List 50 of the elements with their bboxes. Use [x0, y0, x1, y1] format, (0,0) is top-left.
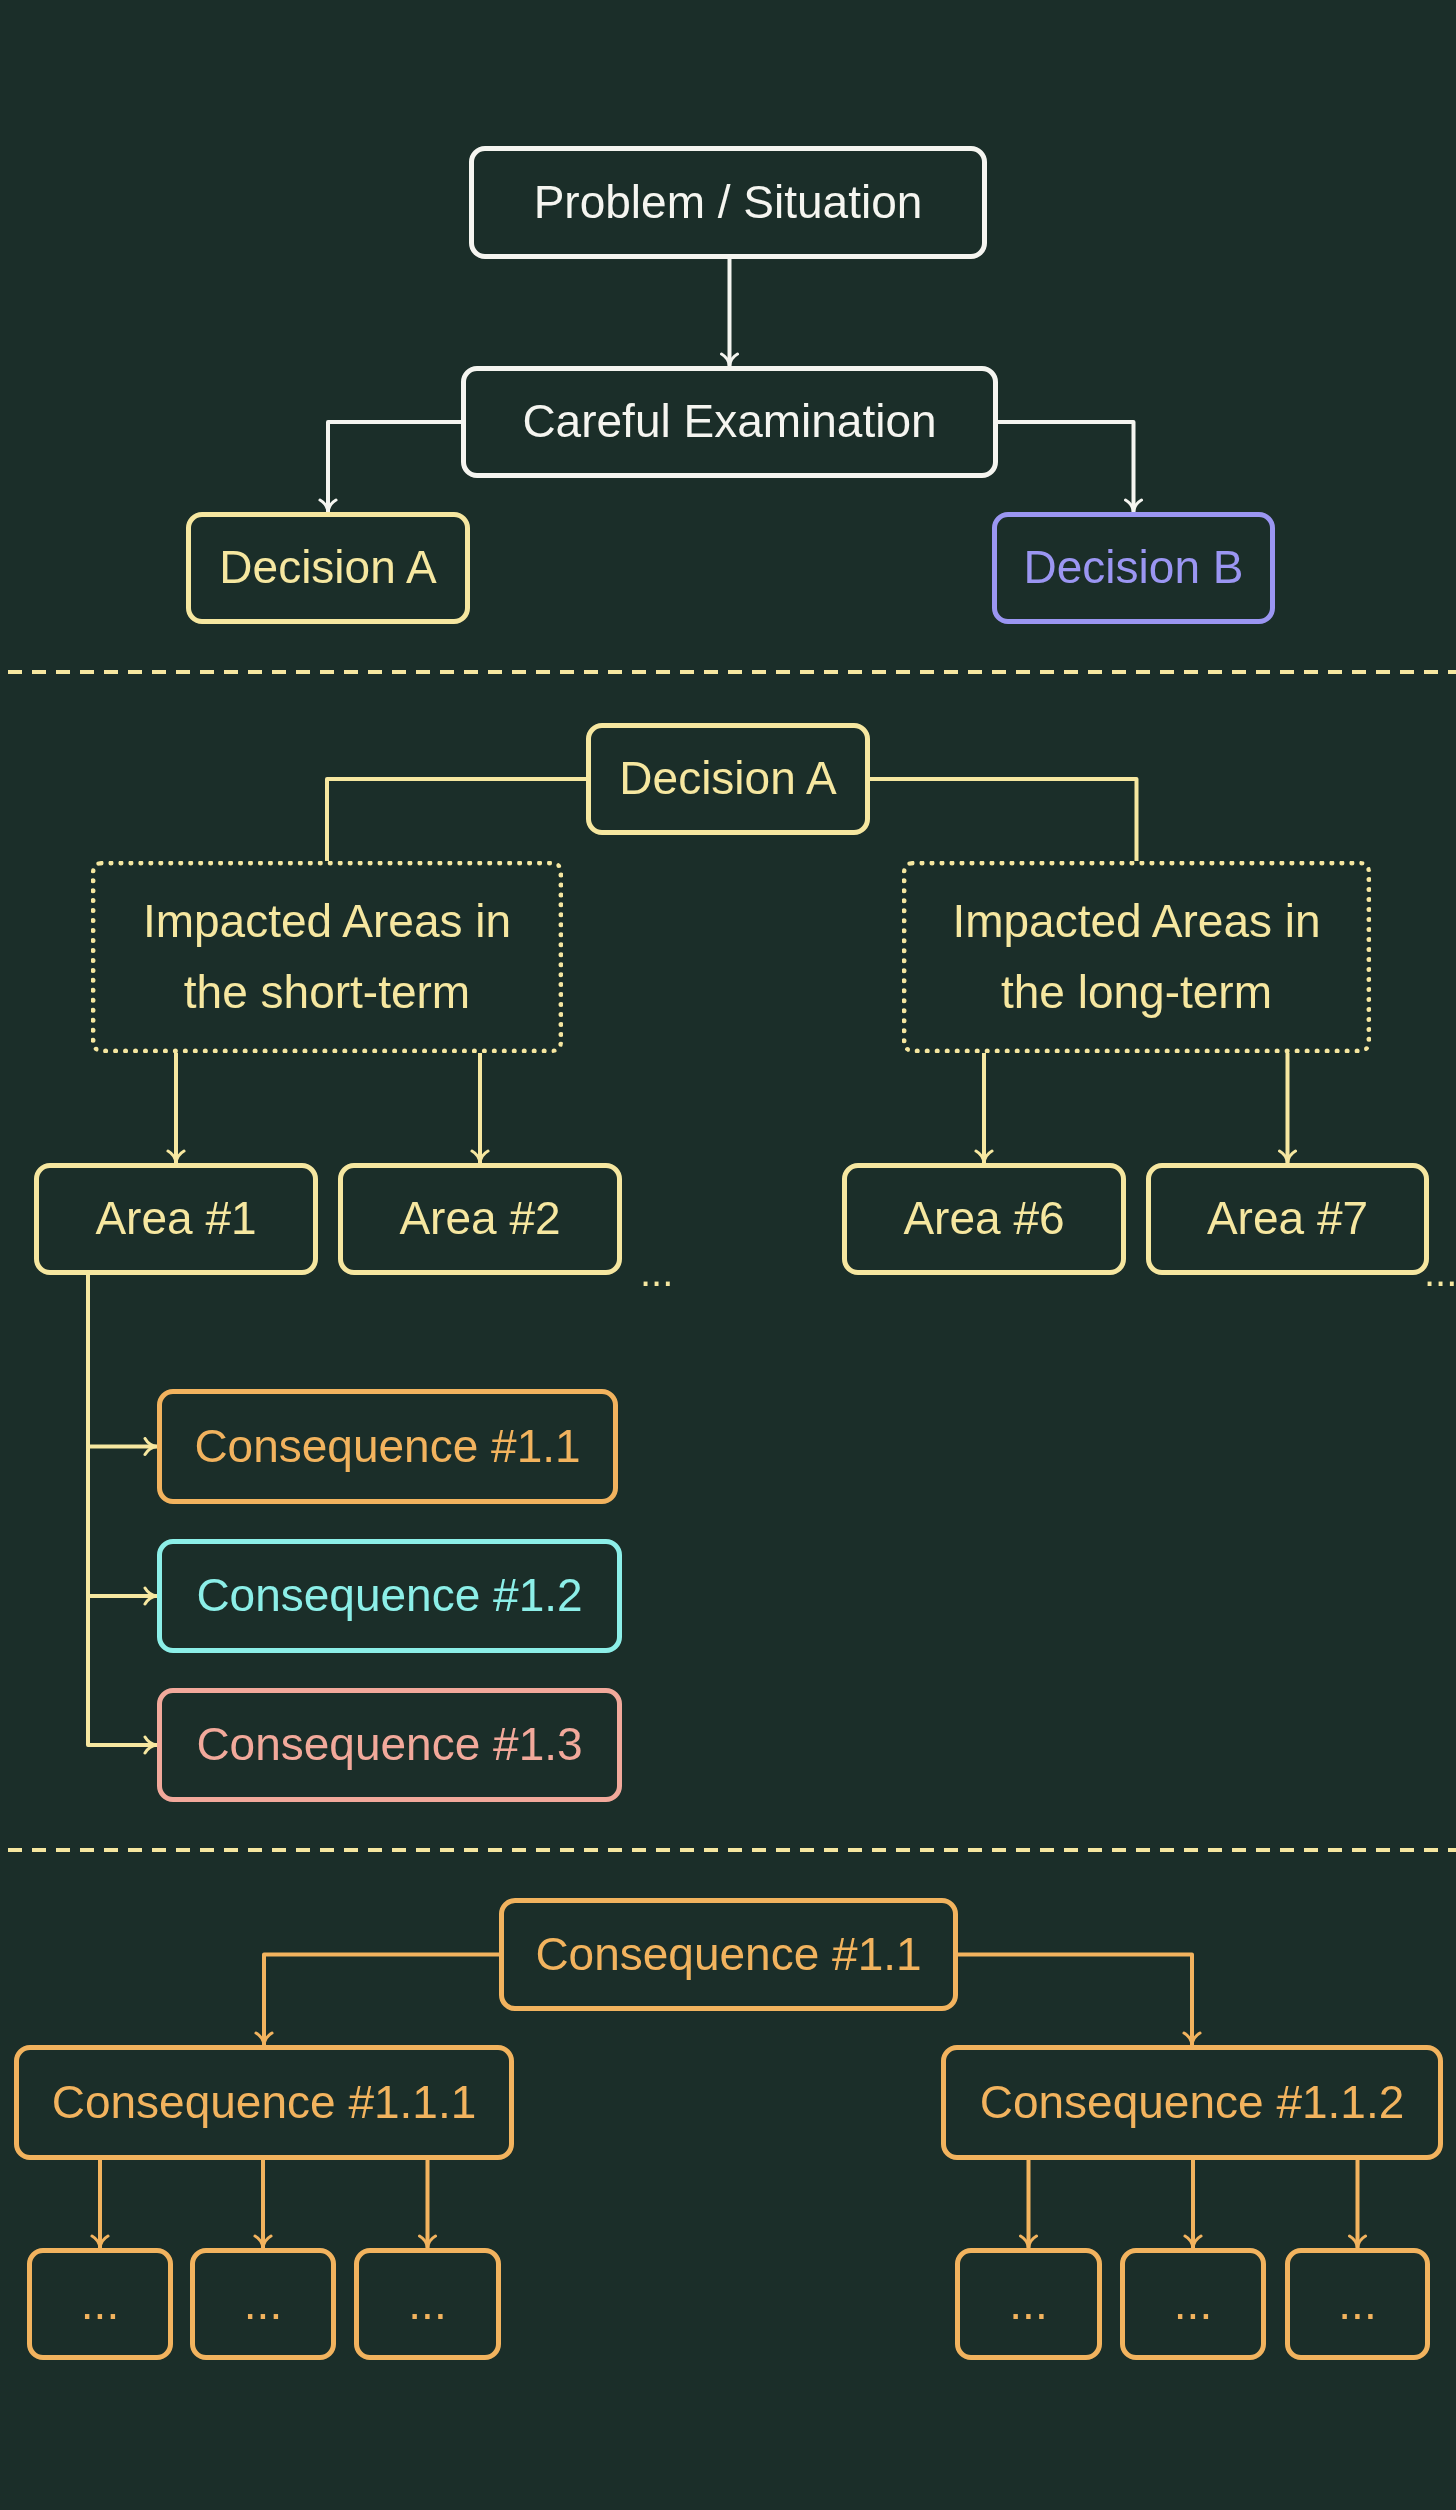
node-box: [499, 1898, 958, 2011]
node-box: [955, 2248, 1102, 2360]
node-label: Area #7: [1205, 1191, 1370, 1247]
node-box: [14, 2045, 514, 2160]
node-label: Consequence #1.2: [195, 1568, 584, 1624]
node-box: [1120, 2248, 1266, 2360]
connector-line: [325, 777, 586, 861]
ellipsis-text: ...: [1424, 1252, 1456, 1292]
process-box: [461, 366, 998, 478]
node-label: Consequence #1.3: [195, 1717, 584, 1773]
node-label: Decision B: [1022, 540, 1245, 596]
node-box: [354, 2248, 501, 2360]
node-box: [27, 2248, 173, 2360]
group-box: [902, 861, 1371, 1053]
node-label: Careful Examination: [521, 394, 938, 450]
node-box: [157, 1539, 622, 1653]
node-box: [190, 2248, 336, 2360]
decision-box: [992, 512, 1275, 624]
node-label: Area #2: [398, 1191, 562, 1247]
process-box: [469, 146, 987, 259]
node-label: Area #6: [902, 1191, 1066, 1247]
node-label: Area #1: [94, 1191, 258, 1247]
node-box: [157, 1389, 618, 1504]
node-box: [1285, 2248, 1430, 2360]
node-label: Consequence #1.1: [193, 1418, 582, 1474]
node-box: [842, 1163, 1126, 1275]
node-label: ...: [79, 2276, 121, 2332]
node-label: ...: [1337, 2276, 1378, 2332]
node-box: [157, 1688, 622, 1802]
node-box: [34, 1163, 318, 1275]
group-box: [91, 861, 563, 1053]
node-label: Consequence #1.1: [534, 1926, 923, 1982]
node-label: ...: [1172, 2276, 1214, 2332]
node-label: Decision A: [218, 540, 438, 596]
node-label: Problem / Situation: [532, 174, 924, 230]
node-label: Consequence #1.1.1: [50, 2074, 478, 2130]
node-label: Impacted Areas in the long-term: [951, 893, 1322, 1020]
node-box: [338, 1163, 622, 1275]
connector-line: [870, 777, 1139, 861]
node-box: [941, 2045, 1443, 2160]
node-label: Decision A: [618, 751, 838, 807]
node-label: ...: [407, 2276, 448, 2332]
ellipsis-text: ...: [640, 1252, 674, 1292]
node-label: Consequence #1.1.2: [978, 2074, 1406, 2130]
node-label: ...: [242, 2276, 284, 2332]
decision-box: [586, 723, 870, 835]
node-label: Impacted Areas in the short-term: [141, 893, 513, 1020]
decision-box: [186, 512, 470, 624]
node-label: ...: [1008, 2276, 1049, 2332]
node-box: [1146, 1163, 1429, 1275]
